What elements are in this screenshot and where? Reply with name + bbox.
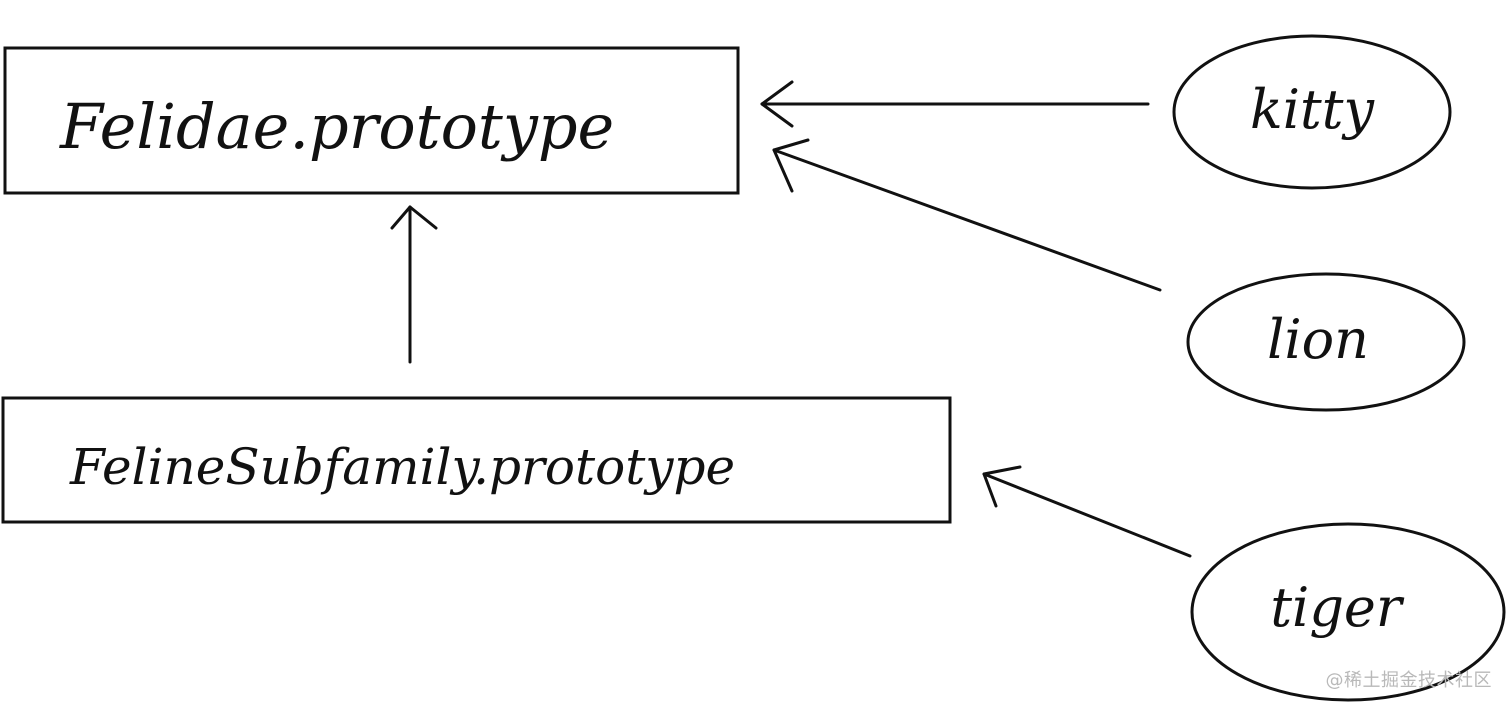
edge-tiger-line	[982, 472, 1192, 558]
edge-tiger-arrowhead	[982, 465, 1022, 508]
felinesubfamily-prototype-box	[1, 396, 952, 524]
kitty-ellipse	[1172, 34, 1452, 190]
edge-felinesubfamily-to-felidae	[390, 205, 438, 364]
kitty-label: kitty	[1250, 78, 1375, 141]
tiger-node: tiger	[1190, 522, 1506, 702]
felidae-prototype-label: Felidae.prototype	[59, 90, 614, 163]
edge-felinesubfamily-arrowhead	[390, 205, 438, 230]
edge-lion-arrowhead	[772, 138, 810, 193]
edge-kitty-to-felidae	[760, 80, 1150, 128]
kitty-node: kitty	[1172, 34, 1452, 190]
edge-lion-to-felidae	[772, 138, 1162, 292]
tiger-ellipse	[1190, 522, 1506, 702]
felidae-prototype-box	[3, 46, 740, 195]
watermark-text: @稀土掘金技术社区	[1325, 670, 1492, 691]
felinesubfamily-prototype-node: FelineSubfamily.prototype	[1, 396, 952, 524]
felinesubfamily-prototype-label: FelineSubfamily.prototype	[69, 438, 735, 496]
lion-ellipse	[1186, 272, 1466, 412]
edge-tiger-to-felinesubfamily	[982, 465, 1192, 558]
edge-kitty-arrowhead	[760, 80, 794, 128]
edge-lion-line	[772, 148, 1162, 292]
lion-label: lion	[1267, 308, 1369, 371]
lion-node: lion	[1186, 272, 1466, 412]
tiger-label: tiger	[1270, 576, 1404, 639]
felidae-prototype-node: Felidae.prototype	[3, 46, 740, 195]
